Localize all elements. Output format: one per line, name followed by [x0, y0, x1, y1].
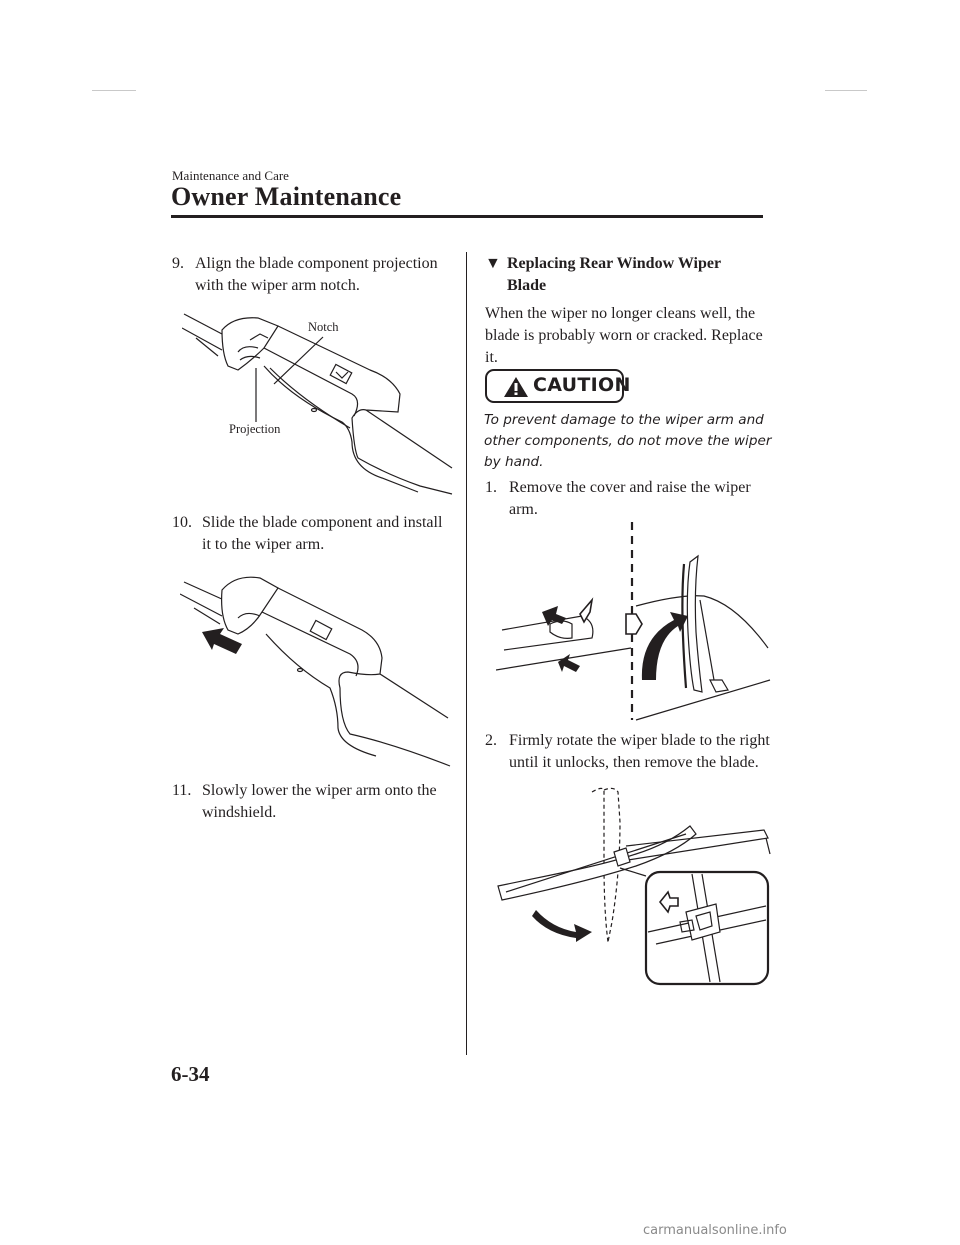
step-text: Slide the blade component and install it… [202, 514, 443, 553]
step-number: 2. [485, 732, 497, 749]
step-text: Remove the cover and raise the wiper arm… [509, 479, 751, 518]
notch-label: Notch [308, 320, 339, 334]
caution-label: CAUTION [533, 374, 631, 396]
step-text: Firmly rotate the wiper blade to the rig… [509, 732, 770, 771]
step-10: 10. Slide the blade component and instal… [172, 512, 447, 556]
section-subheading: ▼ Replacing Rear Window Wiper Blade [485, 253, 752, 297]
intro-paragraph: When the wiper no longer cleans well, th… [485, 305, 763, 366]
step-text: Slowly lower the wiper arm onto the wind… [202, 782, 437, 821]
step-number: 1. [485, 479, 497, 496]
step-11: 11. Slowly lower the wiper arm onto the … [172, 780, 447, 824]
step-1: 1. Remove the cover and raise the wiper … [485, 477, 765, 521]
blade-install-figure [180, 576, 451, 767]
column-divider [466, 252, 467, 1055]
raise-wiper-arm-figure [496, 522, 771, 721]
step-9: 9. Align the blade component projection … [172, 253, 447, 297]
caution-badge: CAUTION [485, 369, 630, 403]
title-divider [171, 215, 763, 218]
crop-mark [825, 90, 867, 91]
warning-icon [504, 377, 528, 397]
step-number: 10. [172, 514, 192, 531]
page-title: Owner Maintenance [171, 182, 402, 211]
caution-text: To prevent damage to the wiper arm and o… [484, 412, 772, 470]
step-number: 11. [172, 782, 192, 799]
blade-projection-figure: Notch Projection [182, 313, 453, 495]
section-label: Maintenance and Care [172, 168, 289, 183]
page-number: 6-34 [171, 1062, 210, 1086]
remove-wiper-blade-figure [497, 787, 771, 986]
watermark: carmanualsonline.info [643, 1223, 787, 1238]
projection-label: Projection [229, 422, 281, 436]
step-2: 2. Firmly rotate the wiper blade to the … [485, 730, 770, 774]
subheading-text: Replacing Rear Window Wiper Blade [507, 255, 721, 294]
step-text: Align the blade component projection wit… [195, 255, 438, 294]
crop-mark [92, 90, 136, 91]
triangle-marker-icon: ▼ [485, 255, 501, 272]
step-number: 9. [172, 255, 184, 272]
